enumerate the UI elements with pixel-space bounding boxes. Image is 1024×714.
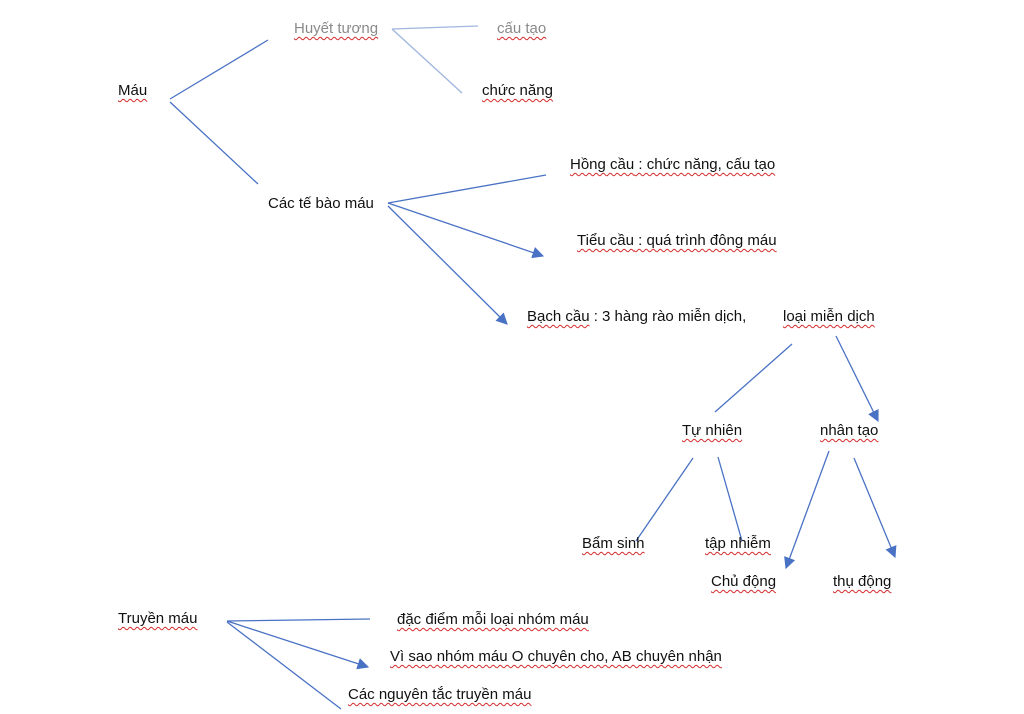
edge-tu-nhien-bam-sinh xyxy=(635,457,694,542)
node-tieu-cau: Tiểu cầu : quá trình đông máu xyxy=(577,232,777,250)
node-cau-tao-label: cấu tạo xyxy=(497,20,547,37)
node-hong-cau-detail: : chức năng, cấu tạo xyxy=(634,156,776,173)
edge-nhan-tao-chu-dong xyxy=(784,450,830,570)
node-nhan-tao-label: nhân tạo xyxy=(820,422,879,439)
node-mau-label: Máu xyxy=(118,82,148,99)
node-huyet-tuong-label: Huyết tương xyxy=(294,20,379,37)
edge-mien-dich-tu-nhien xyxy=(714,343,793,413)
edge-mau-te-bao xyxy=(169,101,259,185)
node-huyet-tuong: Huyết tương xyxy=(294,20,378,38)
node-mau: Máu xyxy=(118,82,147,100)
node-bach-cau: Bạch cầu : 3 hàng rào miễn dịch, xyxy=(527,308,746,326)
edge-truyen-mau-dac-diem xyxy=(226,618,371,622)
node-chu-dong-label: Chủ động xyxy=(711,573,777,590)
node-cac-te-bao-mau-label: Các tế bào máu xyxy=(268,195,374,212)
node-tu-nhien-label: Tự nhiên xyxy=(682,422,743,439)
node-dac-diem: đặc điểm mỗi loại nhóm máu xyxy=(397,611,589,629)
edge-tu-nhien-tap-nhiem xyxy=(717,456,743,542)
node-nhan-tao: nhân tạo xyxy=(820,422,878,440)
node-bam-sinh: Bẩm sinh xyxy=(582,535,645,553)
edge-truyen-mau-nguyen-tac xyxy=(226,621,342,710)
edge-te-bao-hong-cau xyxy=(387,174,547,204)
edge-mau-huyet-tuong xyxy=(169,39,269,100)
node-thu-dong: thụ động xyxy=(833,573,891,591)
edge-truyen-mau-vi-sao xyxy=(226,620,370,670)
node-nguyen-tac-label: Các nguyên tắc truyền máu xyxy=(348,686,532,703)
node-bach-cau-name: Bạch cầu xyxy=(527,308,590,325)
node-dac-diem-label: đặc điểm mỗi loại nhóm máu xyxy=(397,611,589,628)
node-chuc-nang: chức năng xyxy=(482,82,553,100)
node-hong-cau: Hồng cầu : chức năng, cấu tạo xyxy=(570,156,775,174)
node-tieu-cau-name: Tiểu cầu xyxy=(577,232,634,249)
node-tap-nhiem: tập nhiễm xyxy=(705,535,771,553)
edge-huyet-tuong-chuc-nang xyxy=(391,28,463,94)
node-bam-sinh-label: Bẩm sinh xyxy=(582,535,645,552)
node-chuc-nang-label: chức năng xyxy=(482,82,553,99)
node-truyen-mau-label: Truyền máu xyxy=(118,610,198,627)
edge-te-bao-bach-cau xyxy=(387,205,508,325)
node-thu-dong-label: thụ động xyxy=(833,573,892,590)
node-loai-mien-dich-label: loại miễn dịch xyxy=(783,308,875,325)
node-nguyen-tac: Các nguyên tắc truyền máu xyxy=(348,686,531,704)
node-cac-te-bao-mau: Các tế bào máu xyxy=(268,195,374,213)
node-loai-mien-dich: loại miễn dịch xyxy=(783,308,875,326)
node-bach-cau-detail: : 3 hàng rào miễn dịch, xyxy=(589,308,747,325)
edge-huyet-tuong-cau-tao xyxy=(391,25,479,30)
edge-nhan-tao-thu-dong xyxy=(853,457,897,559)
node-vi-sao-label: Vì sao nhóm máu O chuyên cho, AB chuyên … xyxy=(390,648,722,665)
node-tap-nhiem-label: tập nhiễm xyxy=(705,535,771,552)
node-hong-cau-name: Hồng cầu xyxy=(570,156,635,173)
edge-te-bao-tieu-cau xyxy=(387,202,545,259)
node-chu-dong: Chủ động xyxy=(711,573,776,591)
node-cau-tao: cấu tạo xyxy=(497,20,546,38)
node-tieu-cau-detail: : quá trình đông máu xyxy=(633,232,777,249)
node-vi-sao: Vì sao nhóm máu O chuyên cho, AB chuyên … xyxy=(390,648,722,666)
node-tu-nhien: Tự nhiên xyxy=(682,422,742,440)
node-truyen-mau: Truyền máu xyxy=(118,610,197,628)
edge-mien-dich-nhan-tao xyxy=(835,335,879,423)
